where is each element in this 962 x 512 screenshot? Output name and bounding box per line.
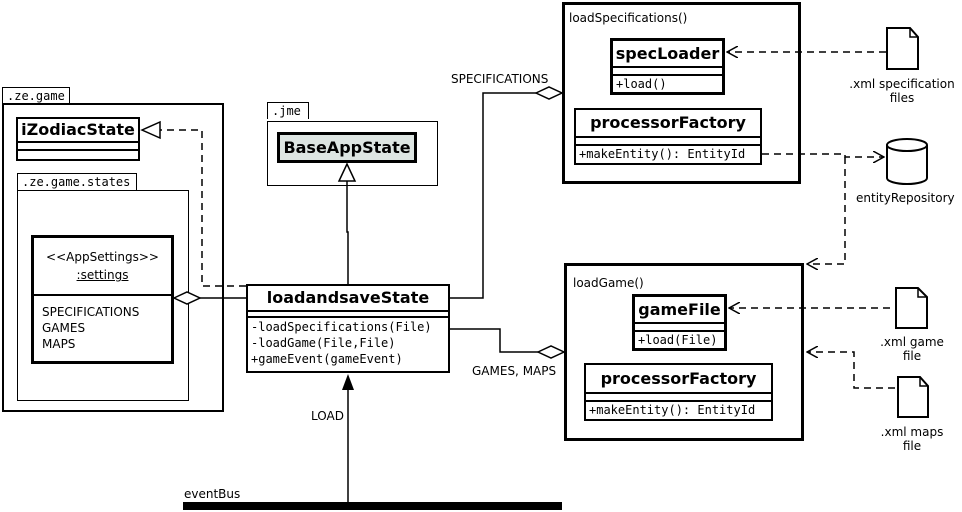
specifications-diamond-icon bbox=[534, 86, 564, 100]
games-maps-label: GAMES, MAPS bbox=[472, 364, 557, 378]
entity-repository-database-icon bbox=[886, 138, 928, 185]
realization-izodiac-line bbox=[160, 129, 246, 287]
games-maps-connector-line bbox=[450, 328, 538, 353]
spec-loader-op: +load() bbox=[616, 77, 667, 91]
eventbus-bar bbox=[183, 502, 562, 510]
base-app-state-class[interactable]: BaseAppState bbox=[277, 132, 417, 163]
package-tab-jme: .jme bbox=[267, 102, 309, 119]
generalization-baseapp-line bbox=[346, 181, 349, 284]
processor-entity-dependency-line bbox=[762, 154, 884, 157]
xml-maps-file-icon bbox=[897, 376, 929, 418]
frame-load-specifications-label: loadSpecifications() bbox=[569, 11, 688, 25]
app-settings-object[interactable]: <<AppSettings>> :settings SPECIFICATIONS… bbox=[31, 235, 174, 364]
frame-load-game-label: loadGame() bbox=[573, 276, 644, 290]
load-arrow-icon bbox=[342, 374, 354, 390]
xml-maps-dependency-line bbox=[807, 352, 895, 389]
izodiac-state-name: iZodiacState bbox=[21, 120, 135, 139]
processor-factory-class-1[interactable]: processorFactory +makeEntity(): EntityId bbox=[574, 108, 762, 165]
package-tab-ze-game: .ze.game bbox=[2, 87, 70, 104]
spec-loader-name: specLoader bbox=[615, 44, 720, 63]
processor-factory-op-1: +makeEntity(): EntityId bbox=[579, 147, 746, 161]
loadandsave-state-name: loadandsaveState bbox=[266, 288, 430, 307]
op-game-event: +gameEvent(gameEvent) bbox=[251, 352, 403, 366]
entity-repository-label: entityRepository bbox=[856, 191, 955, 205]
settings-item-games: GAMES bbox=[42, 321, 86, 335]
settings-item-specifications: SPECIFICATIONS bbox=[42, 305, 140, 319]
generalization-triangle-icon bbox=[337, 162, 357, 182]
package-tab-ze-game-states: .ze.game.states bbox=[17, 173, 137, 190]
entity-loadgame-dependency-line bbox=[807, 157, 846, 264]
processor-factory-name-2: processorFactory bbox=[600, 369, 757, 388]
processor-factory-name-1: processorFactory bbox=[590, 113, 746, 132]
specifications-connector-line bbox=[450, 92, 536, 299]
game-file-op: +load(File) bbox=[638, 333, 718, 347]
aggregation-settings-diamond-icon bbox=[172, 291, 202, 305]
spec-loader-class[interactable]: specLoader +load() bbox=[610, 38, 725, 95]
games-maps-diamond-icon bbox=[536, 345, 566, 359]
game-file-class[interactable]: gameFile +load(File) bbox=[632, 294, 727, 351]
loadandsave-state-class[interactable]: loadandsaveState -loadSpecifications(Fil… bbox=[246, 284, 450, 373]
xml-spec-files-label: .xml specification files bbox=[849, 77, 955, 105]
xml-spec-file-icon bbox=[886, 27, 919, 70]
op-load-game: -loadGame(File,File) bbox=[251, 336, 396, 350]
processor-factory-op-2: +makeEntity(): EntityId bbox=[589, 403, 756, 417]
xml-maps-file-label: .xml maps file bbox=[880, 425, 944, 453]
xml-game-file-icon bbox=[895, 287, 928, 329]
realization-triangle-icon bbox=[140, 120, 161, 140]
op-load-specifications: -loadSpecifications(File) bbox=[251, 320, 432, 334]
processor-factory-class-2[interactable]: processorFactory +makeEntity(): EntityId bbox=[584, 363, 773, 421]
xml-game-file-label: .xml game file bbox=[880, 335, 944, 363]
settings-name: :settings bbox=[76, 268, 129, 282]
izodiac-state-class[interactable]: iZodiacState bbox=[16, 117, 140, 161]
settings-stereotype: <<AppSettings>> bbox=[46, 250, 159, 264]
eventbus-label: eventBus bbox=[184, 487, 241, 501]
game-file-name: gameFile bbox=[638, 300, 721, 319]
base-app-state-name: BaseAppState bbox=[283, 138, 411, 157]
load-label: LOAD bbox=[311, 409, 344, 423]
settings-item-maps: MAPS bbox=[42, 337, 76, 351]
specifications-label: SPECIFICATIONS bbox=[451, 72, 549, 86]
